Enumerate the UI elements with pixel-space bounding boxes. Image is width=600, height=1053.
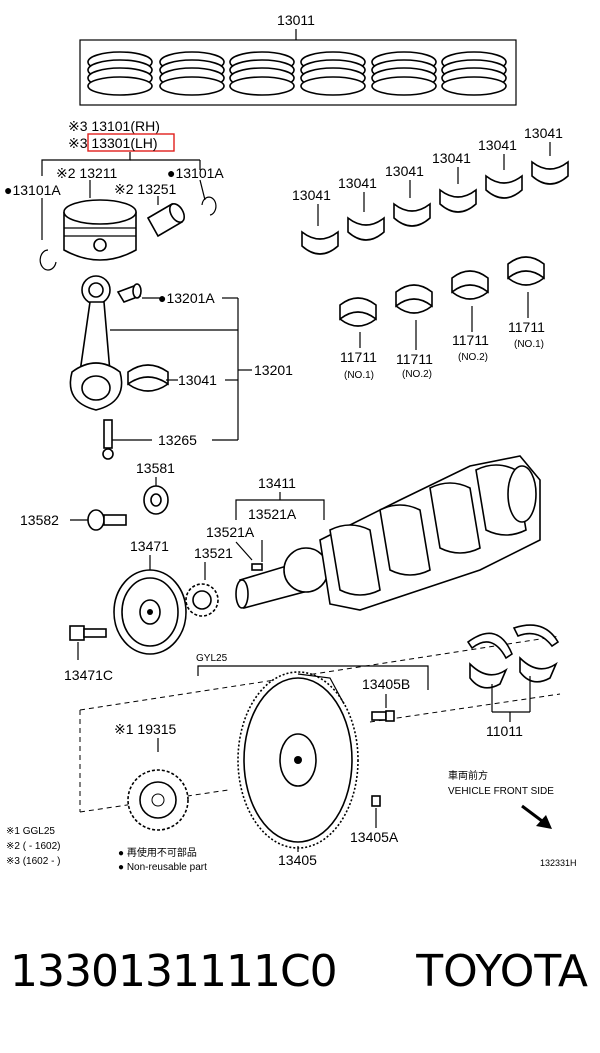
label-11711-3: 11711 bbox=[452, 332, 489, 348]
flywheel-pin-icon bbox=[371, 795, 381, 807]
label-13265: 13265 bbox=[158, 432, 197, 448]
label-13405a: 13405A bbox=[350, 829, 399, 845]
label-13211: ※2 13211 bbox=[56, 165, 118, 181]
label-11711-1: 11711 bbox=[340, 349, 377, 365]
label-11711-2-sub: (NO.2) bbox=[402, 369, 432, 380]
ring-set-frame bbox=[79, 39, 517, 106]
bushing-icon bbox=[116, 283, 142, 303]
note-en-nonreuse: ● Non-reusable part bbox=[118, 862, 207, 873]
piston-ring-set-icon bbox=[87, 51, 507, 96]
piston-icon bbox=[63, 199, 137, 261]
label-13582: 13582 bbox=[20, 512, 59, 528]
label-13041-rod: 13041 bbox=[178, 372, 217, 388]
label-11711-1-sub: (NO.1) bbox=[344, 370, 374, 381]
label-gyl25: GYL25 bbox=[196, 653, 228, 664]
note-jp-nonreuse: ● 再使用不可部品 bbox=[118, 846, 197, 859]
highlight-box bbox=[87, 133, 175, 152]
note-1: ※1 GGL25 bbox=[6, 826, 55, 837]
note-2: ※2 ( - 1602) bbox=[6, 841, 61, 852]
label-en-front: VEHICLE FRONT SIDE bbox=[448, 786, 554, 797]
arrow-icon bbox=[521, 804, 552, 829]
thrust-washer-icon bbox=[466, 624, 560, 689]
label-13411: 13411 bbox=[258, 475, 296, 491]
label-13101a-left: ●13101A bbox=[4, 182, 61, 198]
label-13041-4: 13041 bbox=[432, 150, 471, 166]
label-11711-2: 11711 bbox=[396, 351, 433, 367]
label-13041-5: 13041 bbox=[478, 137, 517, 153]
label-13251: ※2 13251 bbox=[114, 181, 177, 197]
label-jp-front: 車両前方 bbox=[448, 769, 488, 782]
label-13301-lh: ※3 13301(LH) bbox=[68, 135, 158, 151]
label-13405: 13405 bbox=[278, 852, 317, 868]
main-bearing-icon bbox=[339, 256, 545, 327]
footer: 1330131111C0 TOYOTA bbox=[0, 940, 600, 1010]
crank-gear-icon bbox=[185, 583, 219, 617]
label-13521a-left: 13521A bbox=[206, 524, 255, 540]
label-13101a-right: ●13101A bbox=[167, 165, 224, 181]
flywheel-bolt-icon bbox=[371, 710, 395, 722]
label-13405b: 13405B bbox=[362, 676, 410, 692]
timing-plate-icon bbox=[127, 769, 189, 831]
label-13041-6: 13041 bbox=[524, 125, 563, 141]
label-11711-4: 11711 bbox=[508, 319, 545, 335]
note-3: ※3 (1602 - ) bbox=[6, 856, 61, 867]
rod-bearing-icon bbox=[127, 364, 169, 392]
flywheel-icon bbox=[237, 671, 359, 849]
label-11711-4-sub: (NO.1) bbox=[514, 339, 544, 350]
brand-name: TOYOTA bbox=[416, 946, 588, 997]
bearing-shells-upper-icon bbox=[301, 160, 569, 255]
label-13471c: 13471C bbox=[64, 667, 113, 683]
connecting-rod-icon bbox=[69, 275, 123, 460]
part-number: 1330131111C0 bbox=[10, 946, 338, 997]
label-11711-3-sub: (NO.2) bbox=[458, 352, 488, 363]
washer-icon bbox=[143, 485, 169, 515]
label-13201a: ●13201A bbox=[158, 290, 215, 306]
label-11011: 11011 bbox=[486, 723, 523, 739]
snap-ring-icon bbox=[39, 196, 217, 271]
piston-pin-icon bbox=[146, 202, 186, 238]
pulley-bolt-icon bbox=[87, 509, 127, 531]
parts-diagram: 13011 ※3 13101(RH) ※3 13301(LH) ※2 13211… bbox=[4, 12, 577, 873]
label-13471: 13471 bbox=[130, 538, 169, 554]
label-13521a-top: 13521A bbox=[248, 506, 297, 522]
label-13581: 13581 bbox=[136, 460, 175, 476]
label-13041-1: 13041 bbox=[292, 187, 331, 203]
label-13041-3: 13041 bbox=[385, 163, 424, 179]
pulley-bolt-icon-2 bbox=[69, 625, 107, 641]
label-13011: 13011 bbox=[277, 12, 315, 28]
label-diagram-no: 132331H bbox=[540, 858, 577, 868]
crank-pulley-icon bbox=[113, 569, 187, 655]
label-13521: 13521 bbox=[194, 545, 233, 561]
crankshaft-icon bbox=[235, 455, 541, 611]
label-19315: ※1 19315 bbox=[114, 721, 177, 737]
label-13101-rh: ※3 13101(RH) bbox=[68, 118, 160, 134]
label-13201: 13201 bbox=[254, 362, 293, 378]
label-13041-2: 13041 bbox=[338, 175, 377, 191]
